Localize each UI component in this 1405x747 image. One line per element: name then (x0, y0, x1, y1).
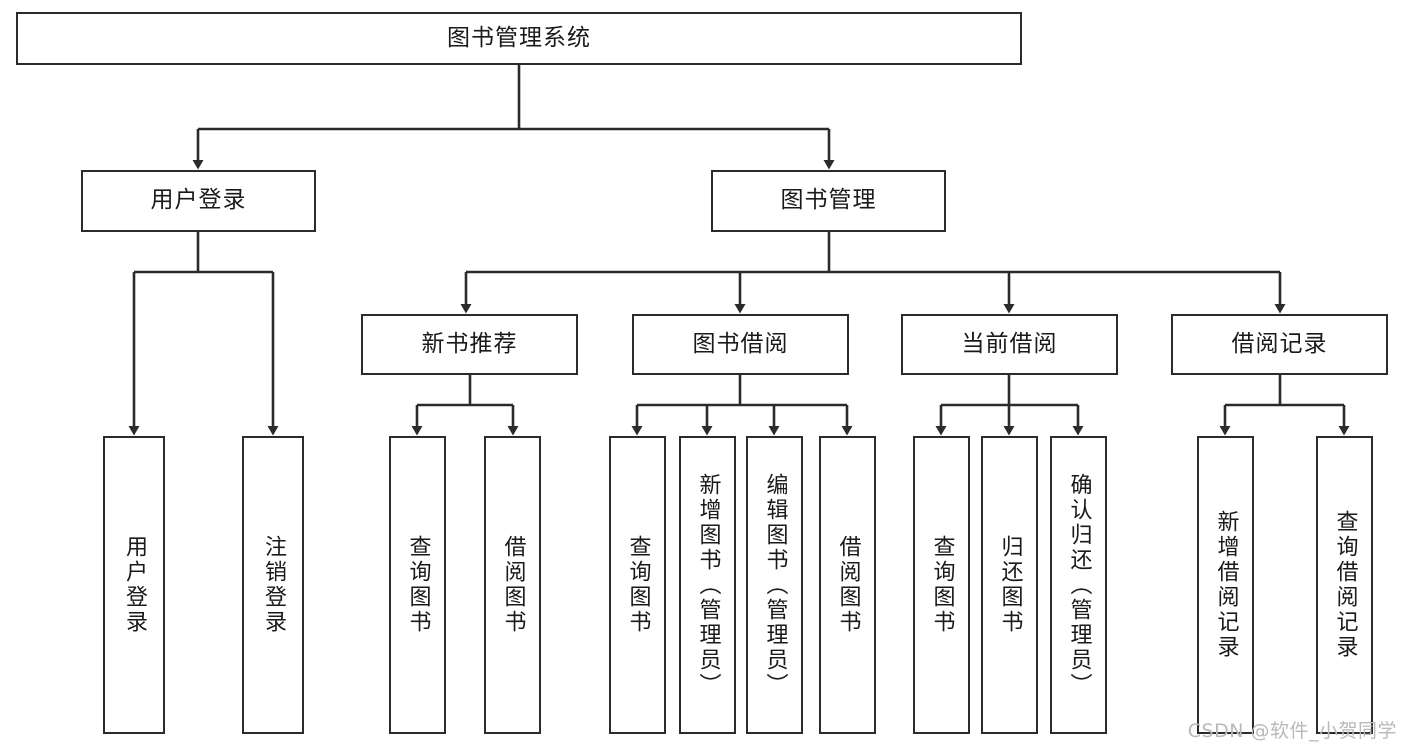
leaf-query-books-current-label: 查询图书 (929, 535, 955, 635)
leaf-add-borrow-record[interactable]: 新增借阅记录 (1197, 436, 1254, 734)
leaf-confirm-return-admin[interactable]: 确认归还（管理员） (1050, 436, 1107, 734)
leaf-user-login-label: 用户登录 (122, 535, 147, 635)
leaf-query-borrow-record-label: 查询借阅记录 (1332, 510, 1358, 660)
node-root-label: 图书管理系统 (447, 24, 591, 51)
leaf-return-books[interactable]: 归还图书 (981, 436, 1038, 734)
node-borrow-record[interactable]: 借阅记录 (1171, 314, 1388, 375)
node-user-login-label: 用户登录 (150, 187, 247, 214)
leaf-query-books-borrow-label: 查询图书 (625, 535, 651, 635)
leaf-query-books-borrow[interactable]: 查询图书 (609, 436, 666, 734)
leaf-query-books-recommend[interactable]: 查询图书 (389, 436, 446, 734)
leaf-query-borrow-record[interactable]: 查询借阅记录 (1316, 436, 1373, 734)
node-current-borrow[interactable]: 当前借阅 (901, 314, 1118, 375)
node-book-management[interactable]: 图书管理 (711, 170, 946, 232)
node-user-login[interactable]: 用户登录 (81, 170, 316, 232)
leaf-edit-book-admin[interactable]: 编辑图书（管理员） (746, 436, 803, 734)
leaf-add-borrow-record-label: 新增借阅记录 (1213, 510, 1239, 660)
leaf-query-books-current[interactable]: 查询图书 (913, 436, 970, 734)
leaf-logout[interactable]: 注销登录 (242, 436, 304, 734)
leaf-logout-label: 注销登录 (261, 535, 286, 635)
watermark-text: CSDN @软件_小贺同学 (1187, 720, 1397, 742)
node-root[interactable]: 图书管理系统 (16, 12, 1022, 65)
node-new-book-recommend-label: 新书推荐 (421, 330, 518, 357)
leaf-add-book-admin[interactable]: 新增图书（管理员） (679, 436, 736, 734)
leaf-borrow-books-recommend[interactable]: 借阅图书 (484, 436, 541, 734)
leaf-return-books-label: 归还图书 (997, 535, 1023, 635)
leaf-borrow-books-borrow[interactable]: 借阅图书 (819, 436, 876, 734)
leaf-borrow-books-recommend-label: 借阅图书 (500, 535, 526, 635)
leaf-query-books-recommend-label: 查询图书 (405, 535, 431, 635)
leaf-add-book-admin-label: 新增图书（管理员） (695, 472, 721, 698)
leaf-user-login[interactable]: 用户登录 (103, 436, 165, 734)
leaf-borrow-books-borrow-label: 借阅图书 (835, 535, 861, 635)
node-book-borrow[interactable]: 图书借阅 (632, 314, 849, 375)
node-book-management-label: 图书管理 (780, 187, 877, 214)
node-borrow-record-label: 借阅记录 (1231, 330, 1328, 357)
node-current-borrow-label: 当前借阅 (961, 330, 1058, 357)
leaf-confirm-return-admin-label: 确认归还（管理员） (1066, 472, 1092, 698)
node-book-borrow-label: 图书借阅 (692, 330, 789, 357)
leaf-edit-book-admin-label: 编辑图书（管理员） (762, 472, 788, 698)
node-new-book-recommend[interactable]: 新书推荐 (361, 314, 578, 375)
